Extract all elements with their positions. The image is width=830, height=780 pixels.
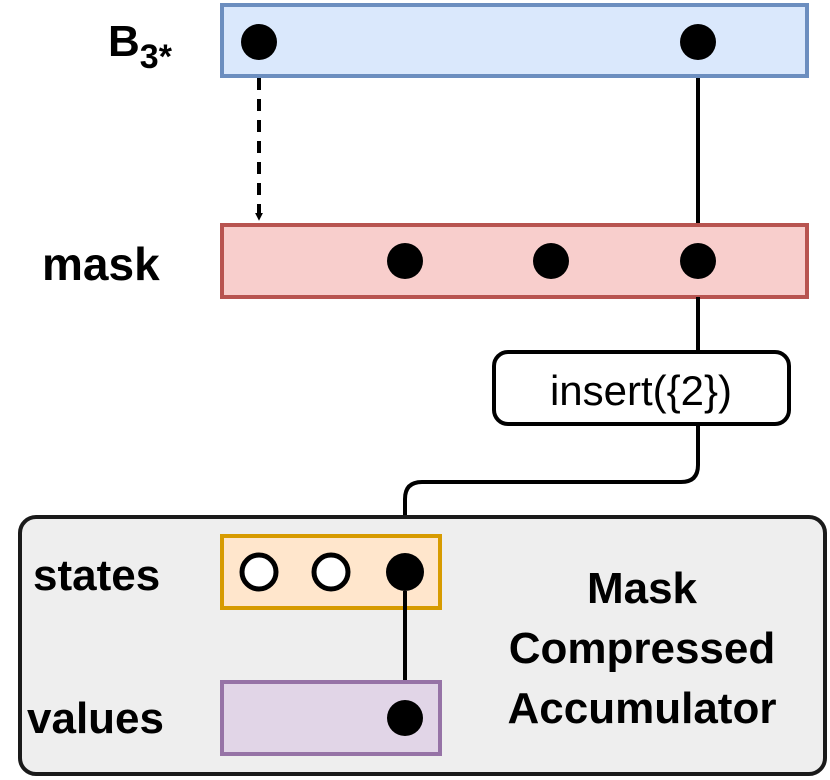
accumulator-title-line: Accumulator — [508, 684, 777, 733]
states-empty-dot — [239, 552, 279, 592]
accumulator-panel: states values Mask Compressed Accumulato… — [18, 515, 827, 776]
accumulator-title-line: Mask — [587, 564, 698, 613]
values-dot — [387, 700, 423, 736]
states-label: states — [33, 551, 160, 600]
mask-bar — [220, 223, 809, 299]
b3-row: B3* — [108, 3, 809, 78]
b3-bar — [220, 3, 809, 78]
states-filled-dot — [386, 553, 424, 591]
mask-dot — [680, 243, 716, 279]
values-label: values — [27, 694, 164, 743]
states-empty-dot — [311, 552, 351, 592]
mask-label: mask — [42, 238, 160, 290]
insert-box — [492, 350, 791, 426]
insert-operation: insert({2}) — [492, 350, 791, 426]
b3-label-subscript: 3* — [140, 38, 173, 76]
b3-dot — [680, 24, 716, 60]
accumulator-title-line: Compressed — [509, 624, 776, 673]
insert-label: insert({2}) — [550, 367, 732, 414]
b3-label-base: B — [108, 17, 140, 66]
mask-dot — [387, 243, 423, 279]
b3-label: B3* — [108, 17, 173, 76]
mask-row: mask — [42, 223, 809, 299]
b3-dot — [241, 24, 277, 60]
mask-dot — [533, 243, 569, 279]
elbow-arrow — [401, 424, 700, 551]
